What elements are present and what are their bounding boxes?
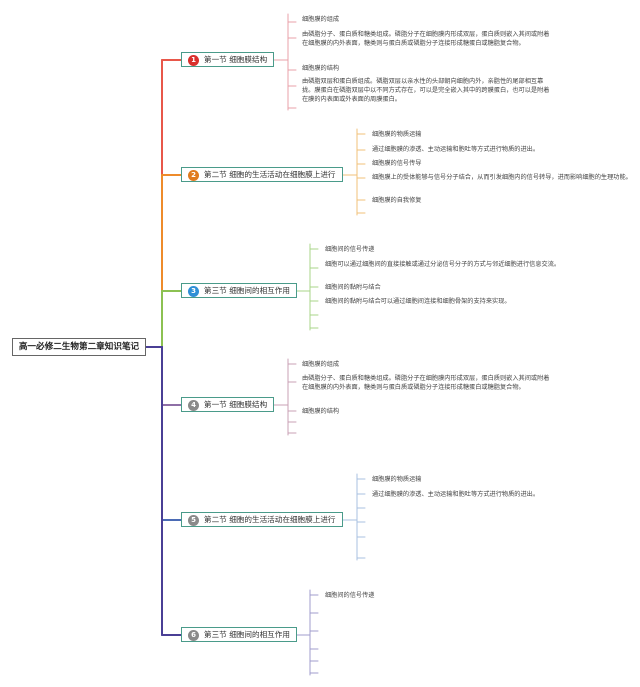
- section-2-number-badge: 2: [188, 169, 199, 181]
- section-3-leaf-2[interactable]: 细胞可以通过细胞间的直接接触或通过分泌信号分子的方式与邻近细胞进行信息交流。: [325, 261, 561, 268]
- section-5-number-badge: 5: [188, 514, 199, 526]
- section-3-topic[interactable]: 3 第三节 细胞间的相互作用: [181, 283, 297, 298]
- section-6-number-badge: 6: [188, 629, 199, 641]
- section-4-topic[interactable]: 4 第一节 细胞膜结构: [181, 397, 275, 412]
- section-2-leaf-3[interactable]: 细胞膜的信号传导: [372, 160, 422, 167]
- section-3-number-badge: 3: [188, 285, 199, 297]
- section-2-leaf-2[interactable]: 通过细胞膜的渗透、主动运输和胞吐等方式进行物质的进出。: [372, 146, 540, 153]
- section-5-leaf-2[interactable]: 通过细胞膜的渗透、主动运输和胞吐等方式进行物质的进出。: [372, 491, 540, 498]
- section-5-topic[interactable]: 5 第二节 细胞的生活活动在细胞膜上进行: [181, 512, 343, 527]
- section-6-title: 第三节 细胞间的相互作用: [204, 630, 290, 639]
- section-1-leaf-3[interactable]: 细胞膜的结构: [302, 65, 340, 72]
- root-topic[interactable]: 高一必修二生物第二章知识笔记: [12, 338, 146, 356]
- section-1-topic[interactable]: 1 第一节 细胞膜结构: [181, 52, 275, 67]
- section-1-leaf-1[interactable]: 细胞膜的组成: [302, 16, 340, 23]
- section-3-title: 第三节 细胞间的相互作用: [204, 286, 290, 295]
- section-1-leaf-4[interactable]: 由磷脂双层和蛋白质组成。磷脂双层以亲水性的头部朝向细胞内外，亲脂性的尾部相互靠拢…: [302, 78, 550, 103]
- section-2-topic[interactable]: 2 第二节 细胞的生活活动在细胞膜上进行: [181, 167, 343, 182]
- section-6-topic[interactable]: 6 第三节 细胞间的相互作用: [181, 627, 297, 642]
- section-4-leaf-3[interactable]: 细胞膜的结构: [302, 408, 340, 415]
- section-6-leaf-1[interactable]: 细胞间的信号传递: [325, 592, 375, 599]
- section-4-title: 第一节 细胞膜结构: [204, 400, 268, 409]
- section-1-title: 第一节 细胞膜结构: [204, 55, 268, 64]
- section-3-leaf-1[interactable]: 细胞间的信号传递: [325, 246, 375, 253]
- section-3-leaf-4[interactable]: 细胞间的黏附与结合可以通过细胞间连接和细胞骨架的支持来实现。: [325, 298, 511, 305]
- section-5-title: 第二节 细胞的生活活动在细胞膜上进行: [204, 515, 336, 524]
- section-2-leaf-4[interactable]: 细胞膜上的受体能够与信号分子结合，从而引发细胞内的信号转导，进而影响细胞的生理功…: [372, 174, 632, 181]
- section-4-number-badge: 4: [188, 399, 199, 411]
- section-2-title: 第二节 细胞的生活活动在细胞膜上进行: [204, 170, 336, 179]
- section-4-leaf-1[interactable]: 细胞膜的组成: [302, 361, 340, 368]
- section-4-leaf-2[interactable]: 由磷脂分子、蛋白质和糖类组成。磷脂分子在细胞膜内形成双层，蛋白质则嵌入其间或附着…: [302, 375, 550, 391]
- section-2-leaf-1[interactable]: 细胞膜的物质运输: [372, 131, 422, 138]
- section-5-leaf-1[interactable]: 细胞膜的物质运输: [372, 476, 422, 483]
- section-1-leaf-2[interactable]: 由磷脂分子、蛋白质和糖类组成。磷脂分子在细胞膜内形成双层，蛋白质则嵌入其间或附着…: [302, 31, 550, 47]
- section-3-leaf-3[interactable]: 细胞间的黏附与结合: [325, 284, 381, 291]
- section-2-leaf-5[interactable]: 细胞膜的自我修复: [372, 197, 422, 204]
- section-1-number-badge: 1: [188, 54, 199, 66]
